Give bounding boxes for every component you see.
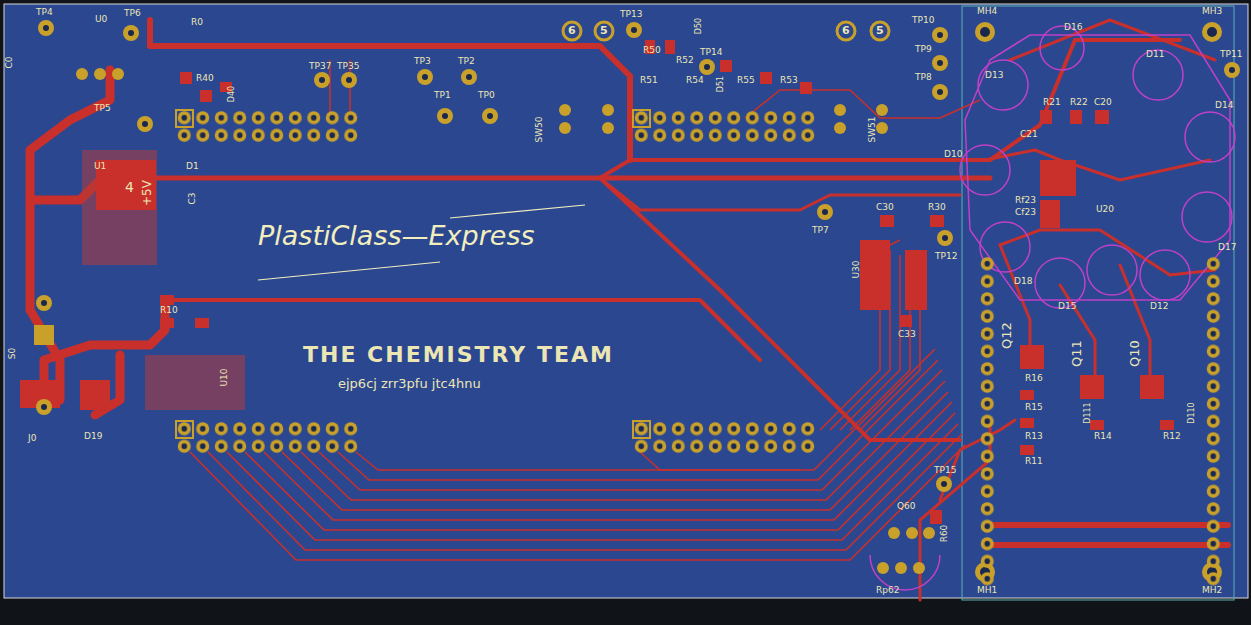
component-label: D40 — [228, 86, 236, 102]
component-label: R21 — [1043, 98, 1061, 107]
component-label: R15 — [1025, 403, 1043, 412]
component-label: TP7 — [812, 226, 829, 235]
component-label: R0 — [191, 18, 203, 27]
component-label: R10 — [160, 306, 178, 315]
component-label: J0 — [28, 434, 36, 443]
component-label: Rf23 — [1015, 196, 1036, 205]
component-label: TP11 — [1220, 50, 1242, 59]
component-label: D50 — [695, 18, 703, 34]
component-label: D17 — [1218, 243, 1236, 252]
component-label: TP2 — [458, 57, 475, 66]
component-label: TP13 — [620, 10, 642, 19]
component-label: R52 — [676, 56, 694, 65]
component-label: TP35 — [337, 62, 359, 71]
component-label: D19 — [84, 432, 102, 441]
component-label: TP0 — [478, 91, 495, 100]
component-label: R50 — [643, 46, 661, 55]
component-label: U10 — [220, 368, 229, 386]
component-label: TP12 — [935, 252, 957, 261]
component-label: D15 — [1058, 302, 1076, 311]
component-label: SW51 — [868, 116, 877, 142]
silkscreen-text: ejp6cj zrr3pfu jtc4hnu — [338, 377, 481, 390]
component-label: R55 — [737, 76, 755, 85]
silkscreen-text: Q12 — [1000, 322, 1013, 349]
component-label: 6 — [842, 25, 850, 36]
component-label: TP10 — [912, 16, 934, 25]
component-label: R30 — [928, 203, 946, 212]
component-label: U20 — [1096, 205, 1114, 214]
component-label: R51 — [640, 76, 658, 85]
component-label: D111 — [1084, 402, 1092, 423]
component-label: MH4 — [977, 7, 997, 16]
component-label: R22 — [1070, 98, 1088, 107]
component-label: D13 — [985, 71, 1003, 80]
component-label: TP3 — [414, 57, 431, 66]
component-label: R40 — [196, 74, 214, 83]
component-label: S0 — [8, 348, 17, 359]
silkscreen-text: Q11 — [1070, 340, 1083, 367]
component-label: D1 — [186, 162, 199, 171]
component-label: C20 — [1094, 98, 1112, 107]
component-label: R53 — [780, 76, 798, 85]
component-label: C3 — [188, 192, 197, 204]
silkscreen-text: Q10 — [1128, 340, 1141, 367]
component-label: D51 — [717, 76, 725, 92]
component-label: R16 — [1025, 374, 1043, 383]
component-label: MH2 — [1202, 586, 1222, 595]
component-label: U0 — [95, 15, 107, 24]
component-label: TP15 — [934, 466, 956, 475]
component-label: D110 — [1188, 402, 1196, 423]
silkscreen-text: 4 — [125, 180, 134, 194]
component-label: D10 — [944, 150, 962, 159]
component-label: TP37 — [309, 62, 331, 71]
component-label: R54 — [686, 76, 704, 85]
component-label: 5 — [876, 25, 884, 36]
component-label: D18 — [1014, 277, 1032, 286]
component-label: C33 — [898, 330, 916, 339]
component-label: D14 — [1215, 101, 1233, 110]
component-label: 5 — [600, 25, 608, 36]
component-label: D11 — [1146, 50, 1164, 59]
component-label: C0 — [5, 56, 14, 68]
component-label: C30 — [876, 203, 894, 212]
component-label: U1 — [94, 162, 106, 171]
component-label: +5V — [141, 180, 153, 206]
component-label: D16 — [1064, 23, 1082, 32]
component-label: Q60 — [897, 502, 916, 511]
component-label: TP5 — [94, 104, 111, 113]
component-label: TP8 — [915, 73, 932, 82]
component-label: Rp62 — [876, 586, 899, 595]
component-label: SW50 — [535, 116, 544, 142]
component-label: TP4 — [36, 8, 53, 17]
component-label: TP14 — [700, 48, 722, 57]
component-label: 6 — [568, 25, 576, 36]
component-label: TP6 — [124, 9, 141, 18]
component-label: Cf23 — [1015, 208, 1036, 217]
component-label: R14 — [1094, 432, 1112, 441]
component-label: TP1 — [434, 91, 451, 100]
component-label: R12 — [1163, 432, 1181, 441]
component-label: U30 — [852, 260, 861, 278]
component-label: TP9 — [915, 45, 932, 54]
component-label: D12 — [1150, 302, 1168, 311]
component-label: MH1 — [977, 586, 997, 595]
component-label: R60 — [940, 525, 949, 543]
board-title: PlastiClass—Express — [258, 222, 535, 249]
component-label: C21 — [1020, 130, 1038, 139]
component-label: R13 — [1025, 432, 1043, 441]
silkscreen-text: THE CHEMISTRY TEAM — [303, 344, 614, 366]
component-label: MH3 — [1202, 7, 1222, 16]
component-label: R11 — [1025, 457, 1043, 466]
